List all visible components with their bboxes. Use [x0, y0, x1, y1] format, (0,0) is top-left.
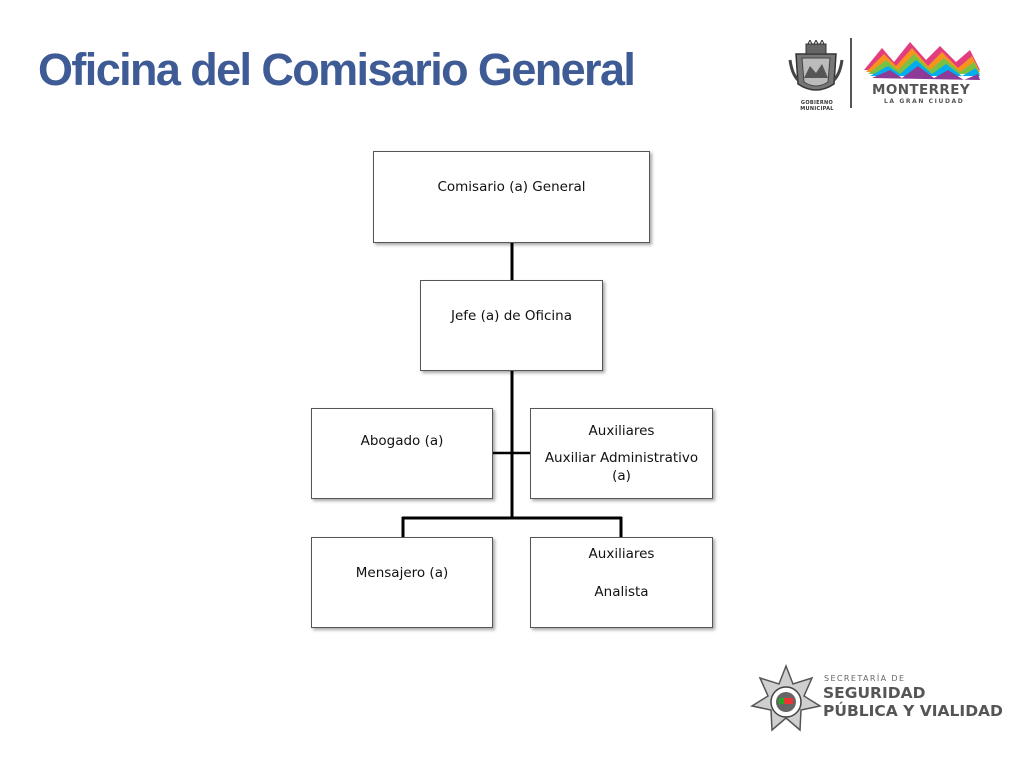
org-box-label: Comisario (a) General	[437, 179, 586, 195]
header-logos: GOBIERNO MUNICIPAL MONTERREY LA GRAN CIU…	[780, 36, 1010, 112]
org-box-comisario-general: Comisario (a) General	[373, 151, 650, 243]
secretariat-line3: PÚBLICA Y VIALIDAD	[823, 702, 1003, 720]
org-box-label: Jefe (a) de Oficina	[450, 308, 573, 324]
org-box-abogado: Abogado (a)	[311, 408, 493, 499]
logo-divider	[850, 38, 852, 108]
org-box-label: Auxiliar Administrativo (a)	[544, 450, 699, 484]
org-box-jefe-de-oficina: Jefe (a) de Oficina	[420, 280, 603, 371]
seal-caption: GOBIERNO MUNICIPAL	[800, 100, 834, 112]
city-slogan: LA GRAN CIUDAD	[884, 98, 965, 105]
police-star-badge-icon	[750, 664, 822, 732]
monterrey-mountains-icon	[864, 42, 980, 80]
org-box-group: Auxiliares	[588, 423, 655, 439]
org-box-label: Abogado (a)	[360, 433, 444, 449]
org-box-group: Auxiliares	[588, 546, 655, 562]
municipal-seal-icon	[788, 40, 844, 91]
secretariat-line2: SEGURIDAD	[823, 684, 926, 702]
org-box-label: Mensajero (a)	[355, 565, 449, 581]
org-box-mensajero: Mensajero (a)	[311, 537, 493, 628]
org-box-analista: Auxiliares Analista	[530, 537, 713, 628]
secretariat-logo: SECRETARÍA DE SEGURIDAD PÚBLICA Y VIALID…	[750, 662, 1012, 738]
org-box-auxiliar-administrativo: Auxiliares Auxiliar Administrativo (a)	[530, 408, 713, 499]
org-box-label: Analista	[594, 584, 649, 600]
secretariat-line1: SECRETARÍA DE	[824, 674, 906, 683]
city-name: MONTERREY	[872, 82, 971, 98]
page-title: Oficina del Comisario General	[38, 44, 636, 95]
